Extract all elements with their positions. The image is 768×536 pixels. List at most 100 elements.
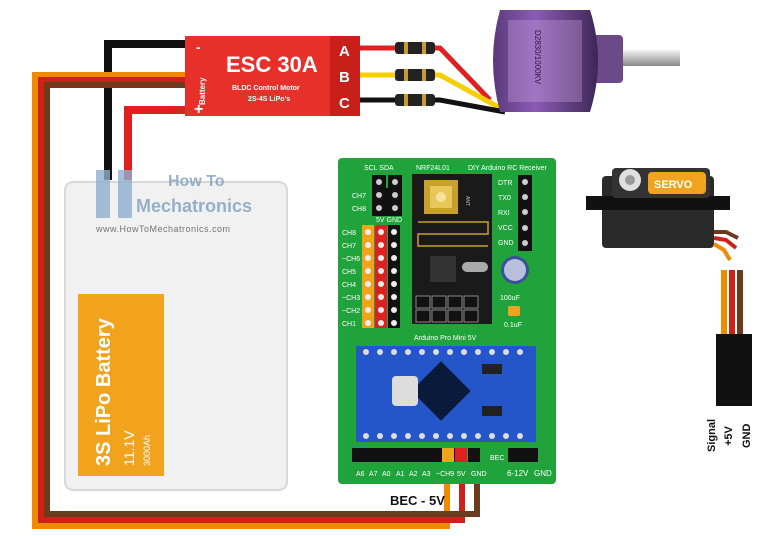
- bec-signal-wire: [32, 72, 450, 529]
- rc-receiver-board: SCL SDA NRF24L01 DIY Arduino RC Receiver…: [338, 158, 556, 484]
- bottom-pin-label: A0: [382, 471, 391, 478]
- esc-phase-a: A: [339, 43, 350, 60]
- pin-hole: [365, 294, 371, 300]
- esc-phase-c: C: [339, 95, 350, 112]
- scl-sda-label: SCL SDA: [364, 165, 394, 172]
- right-pin-label: VCC: [498, 225, 513, 232]
- channel-pin-header: [362, 225, 400, 328]
- pin-hole: [378, 307, 384, 313]
- pin-hole: [391, 255, 397, 261]
- bottom-pin-label: 5V: [457, 471, 466, 478]
- vin-label: 6-12V: [507, 469, 529, 478]
- bottom-pin-header: [352, 448, 538, 462]
- lipo-battery: 3S LiPo Battery 11.1V 3000Ah: [64, 181, 288, 491]
- pin-hole: [365, 229, 371, 235]
- pin-hole: [391, 307, 397, 313]
- channel-label: ~CH6: [342, 256, 360, 263]
- battery-voltage: 11.1V: [121, 430, 137, 466]
- esc-phase-b: B: [339, 69, 350, 86]
- pin-hole: [378, 294, 384, 300]
- bec-power-wire: [38, 77, 465, 523]
- pin-hole: [365, 281, 371, 287]
- i2c-pins: [372, 175, 402, 216]
- servo-connector: [716, 334, 752, 406]
- pin-hole: [391, 320, 397, 326]
- esc-minus-label: -: [196, 39, 201, 55]
- motor-model-label: D2830/1000KV: [533, 30, 542, 85]
- pin-hole: [365, 255, 371, 261]
- pin-hole: [391, 242, 397, 248]
- ant-label: ANT: [464, 196, 470, 206]
- esc-subtitle-1: BLDC Control Motor: [232, 85, 300, 92]
- brushless-motor: D2830/1000KV: [493, 10, 680, 112]
- watermark-url: www.HowToMechatronics.com: [95, 224, 231, 234]
- bottom-pin-label: A7: [369, 471, 378, 478]
- servo-signal-label: Signal: [706, 419, 718, 452]
- gnd-right-label: GND: [534, 469, 552, 478]
- channel-label: CH1: [342, 321, 356, 328]
- bottom-pin-label: A3: [422, 471, 431, 478]
- watermark: How To Mechatronics www.HowToMechatronic…: [95, 170, 252, 234]
- pin-hole: [391, 294, 397, 300]
- esc-plus-label: +: [194, 101, 203, 118]
- right-pin-label: DTR: [498, 180, 512, 187]
- pin-hole: [378, 268, 384, 274]
- pin-hole: [365, 320, 371, 326]
- pin-hole: [378, 255, 384, 261]
- watermark-line-2: Mechatronics: [136, 196, 252, 216]
- bottom-pin-label: A1: [396, 471, 405, 478]
- esc-battery-side-label: Battery: [198, 77, 207, 105]
- channel-label: ~CH3: [342, 295, 360, 302]
- nrf24l01-module: ANT: [412, 174, 492, 324]
- motor-shaft: [620, 50, 680, 66]
- servo-gnd-label: GND: [741, 424, 753, 449]
- connector-a: [395, 42, 435, 54]
- nrf-label: NRF24L01: [416, 165, 450, 172]
- connector-c: [395, 94, 435, 106]
- battery-positive-wire: [124, 106, 185, 180]
- bec-5v-label: BEC - 5V: [390, 493, 445, 508]
- pin-hole: [365, 307, 371, 313]
- esc-module: - + Battery ESC 30A BLDC Control Motor 2…: [185, 36, 360, 118]
- right-pin-label: GND: [498, 240, 514, 247]
- battery-capacity: 3000Ah: [142, 435, 152, 466]
- cap-100uf-label: 100uF: [500, 295, 520, 302]
- pro-mini-label: Arduino Pro Mini 5V: [414, 335, 477, 342]
- capacitor-01uf: [508, 306, 520, 316]
- bottom-pin-label: GND: [471, 471, 487, 478]
- vplus-gnd-label: 5V GND: [376, 217, 402, 224]
- channel-pins: [365, 229, 397, 326]
- bottom-pin-label: A6: [356, 471, 365, 478]
- cap-01uf-label: 0.1uF: [504, 322, 522, 329]
- channel-label: CH4: [342, 282, 356, 289]
- arduino-pro-mini: [356, 346, 536, 442]
- connector-b: [395, 69, 435, 81]
- battery-label-panel: [78, 294, 164, 476]
- ch7-top-label: CH7: [352, 193, 366, 200]
- esc-subtitle-2: 2S-4S LiPo's: [248, 96, 290, 103]
- ch8-top-label: CH8: [352, 206, 366, 213]
- bottom-pin-label: A2: [409, 471, 418, 478]
- pin-hole: [378, 320, 384, 326]
- pin-hole: [378, 242, 384, 248]
- bec-board-label: BEC: [490, 455, 504, 462]
- pin-hole: [365, 268, 371, 274]
- esc-title: ESC 30A: [226, 52, 318, 77]
- right-pin-label: RXI: [498, 210, 510, 217]
- channel-label: CH8: [342, 230, 356, 237]
- board-title: DIY Arduino RC Receiver: [468, 165, 548, 172]
- wires: [32, 40, 506, 529]
- pin-hole: [378, 229, 384, 235]
- motor-body: [493, 10, 598, 112]
- right-pin-label: TX0: [498, 195, 511, 202]
- bottom-pin-label: ~CH9: [436, 471, 454, 478]
- battery-title: 3S LiPo Battery: [93, 317, 115, 466]
- servo-5v-label: +5V: [723, 425, 735, 446]
- pin-hole: [391, 281, 397, 287]
- channel-label: CH7: [342, 243, 356, 250]
- pin-hole: [378, 281, 384, 287]
